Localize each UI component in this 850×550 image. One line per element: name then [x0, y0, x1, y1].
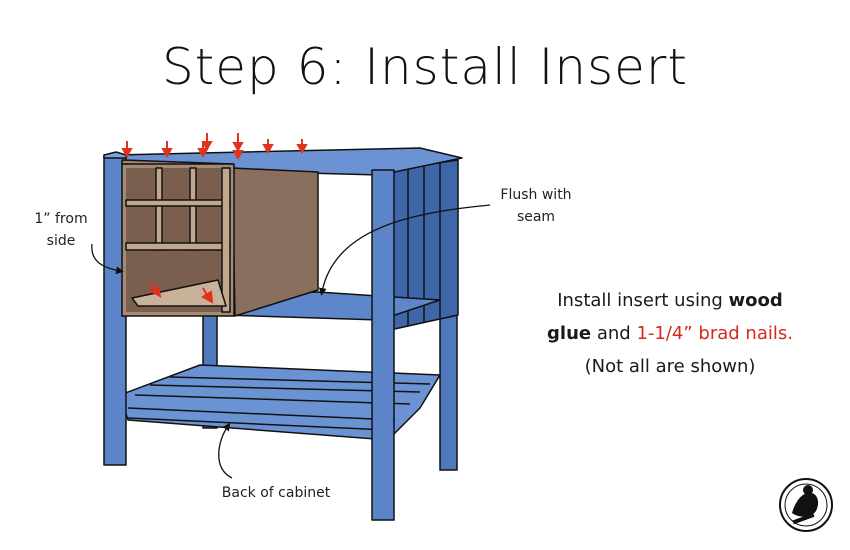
callout-side-line1: 1” from	[34, 211, 88, 227]
instructions-note: (Not all are shown)	[584, 356, 756, 377]
nail-arrow-icon	[161, 141, 173, 159]
nail-arrows	[121, 133, 308, 304]
nail-arrow-icon	[296, 139, 308, 155]
instructions-part1: Install insert using	[557, 290, 729, 311]
nail-arrow-icon	[148, 281, 162, 298]
nail-arrow-icon	[262, 139, 274, 155]
instructions-line1: Install insert using wood	[520, 284, 820, 317]
callout-flush: Flush with seam	[486, 184, 586, 228]
nail-arrow-icon	[201, 133, 213, 152]
logo-icon	[779, 478, 833, 532]
flush-leader	[318, 204, 491, 296]
callout-flush-line2: seam	[516, 209, 556, 225]
instructions-nails: 1-1/4” brad nails.	[636, 323, 793, 344]
side-leader	[91, 243, 124, 275]
instructions-and: and	[591, 323, 637, 344]
front-right-leg	[371, 169, 395, 521]
nail-arrow-icon	[197, 143, 209, 159]
callout-side: 1” from side	[26, 208, 96, 252]
page-title: Step 6: Install Insert	[161, 38, 689, 96]
back-leader	[218, 422, 233, 479]
instructions: Install insert using wood glue and 1-1/4…	[520, 284, 820, 383]
callout-side-line2: side	[46, 233, 76, 249]
nail-arrow-icon	[232, 148, 244, 161]
callout-back: Back of cabinet	[221, 485, 331, 501]
instructions-line2: glue and 1-1/4” brad nails.	[520, 317, 820, 350]
nail-arrow-icon	[121, 141, 133, 159]
nail-arrow-icon	[201, 287, 214, 304]
instructions-wood: wood	[728, 290, 783, 311]
insert-side	[231, 167, 319, 317]
callout-flush-line1: Flush with	[500, 187, 572, 203]
nail-arrow-icon	[232, 133, 244, 153]
instructions-glue: glue	[547, 323, 592, 344]
